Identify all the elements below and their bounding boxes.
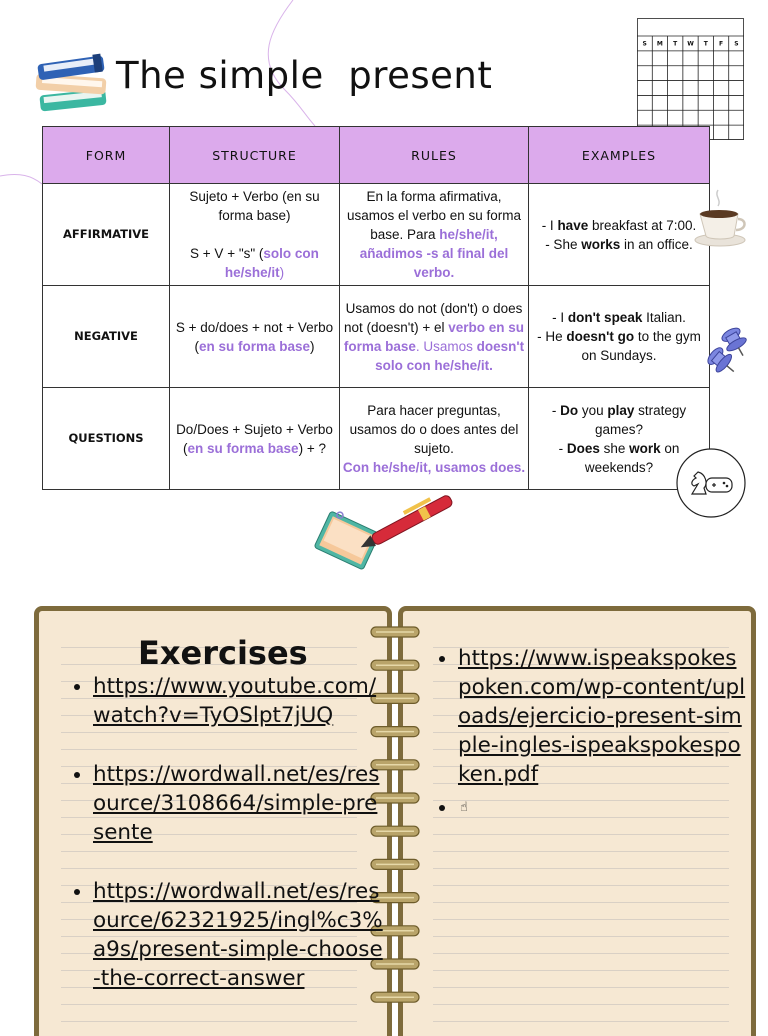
calendar-day-label: T: [673, 40, 678, 47]
notebook-right-page: [398, 606, 756, 1036]
calendar-day-label: S: [642, 40, 646, 47]
rules-affirmative: En la forma afirmativa, usamos el verbo …: [339, 183, 529, 286]
header-structure: STRUCTURE: [169, 126, 340, 184]
rules-negative: Usamos do not (don't) o does not (doesn'…: [339, 285, 529, 388]
header-rules: RULES: [339, 126, 529, 184]
grammar-table: FORM STRUCTURE RULES EXAMPLES AFFIRMATIV…: [42, 126, 710, 490]
exercises-title: Exercises: [138, 634, 308, 672]
pen-notepad-icon: [314, 495, 453, 570]
exercise-links-left: https://www.youtube.com/watch?v=TyOSlpt7…: [71, 672, 383, 1023]
list-item: https://www.youtube.com/watch?v=TyOSlpt7…: [93, 672, 383, 730]
notebook-rings: [370, 626, 420, 1003]
header-form: FORM: [42, 126, 170, 184]
books-icon: [35, 53, 107, 112]
coffee-cup-icon: [694, 189, 746, 247]
structure-affirmative: Sujeto + Verbo (en su forma base) S + V …: [169, 183, 340, 286]
structure-negative: S + do/does + not + Verbo (en su forma b…: [169, 285, 340, 388]
calendar-day-label: T: [704, 40, 709, 47]
notebook-left-page: [34, 606, 392, 1036]
list-item: https://wordwall.net/es/resource/6232192…: [93, 877, 383, 993]
exercise-link[interactable]: https://www.youtube.com/watch?v=TyOSlpt7…: [93, 674, 377, 728]
list-item: https://wordwall.net/es/resource/3108664…: [93, 760, 383, 847]
push-pins-icon: [707, 327, 747, 373]
exercise-link[interactable]: https://wordwall.net/es/resource/6232192…: [93, 879, 383, 991]
rules-questions: Para hacer preguntas, usamos do o does a…: [339, 387, 529, 490]
row-label-affirmative: AFFIRMATIVE: [42, 183, 170, 286]
list-item-empty: ☝: [458, 793, 748, 822]
calendar-day-label: S: [734, 40, 738, 47]
calendar-day-label: W: [687, 40, 694, 47]
list-item: https://www.ispeakspokespoken.com/wp-con…: [458, 644, 748, 789]
row-label-questions: QUESTIONS: [42, 387, 170, 490]
examples-affirmative: - I have breakfast at 7:00. - She works …: [528, 183, 710, 286]
exercise-link[interactable]: https://wordwall.net/es/resource/3108664…: [93, 762, 380, 845]
structure-questions: Do/Does + Sujeto + Verbo (en su forma ba…: [169, 387, 340, 490]
table-row-negative: NEGATIVE S + do/does + not + Verbo (en s…: [42, 285, 710, 388]
exercise-links-right: https://www.ispeakspokespoken.com/wp-con…: [436, 644, 748, 826]
examples-questions: - Do you play strategy games? - Does she…: [528, 387, 710, 490]
exercise-link[interactable]: https://www.ispeakspokespoken.com/wp-con…: [458, 646, 746, 787]
cursor-icon: ☝: [460, 800, 468, 815]
header-examples: EXAMPLES: [528, 126, 710, 184]
row-label-negative: NEGATIVE: [42, 285, 170, 388]
chess-gamepad-icon: [676, 448, 746, 518]
table-row-questions: QUESTIONS Do/Does + Sujeto + Verbo (en s…: [42, 387, 710, 490]
page-title: The simple present: [116, 54, 493, 97]
table-row-affirmative: AFFIRMATIVE Sujeto + Verbo (en su forma …: [42, 183, 710, 286]
calendar-day-label: F: [719, 40, 723, 47]
examples-negative: - I don't speak Italian. - He doesn't go…: [528, 285, 710, 388]
calendar-day-label: M: [657, 40, 663, 47]
